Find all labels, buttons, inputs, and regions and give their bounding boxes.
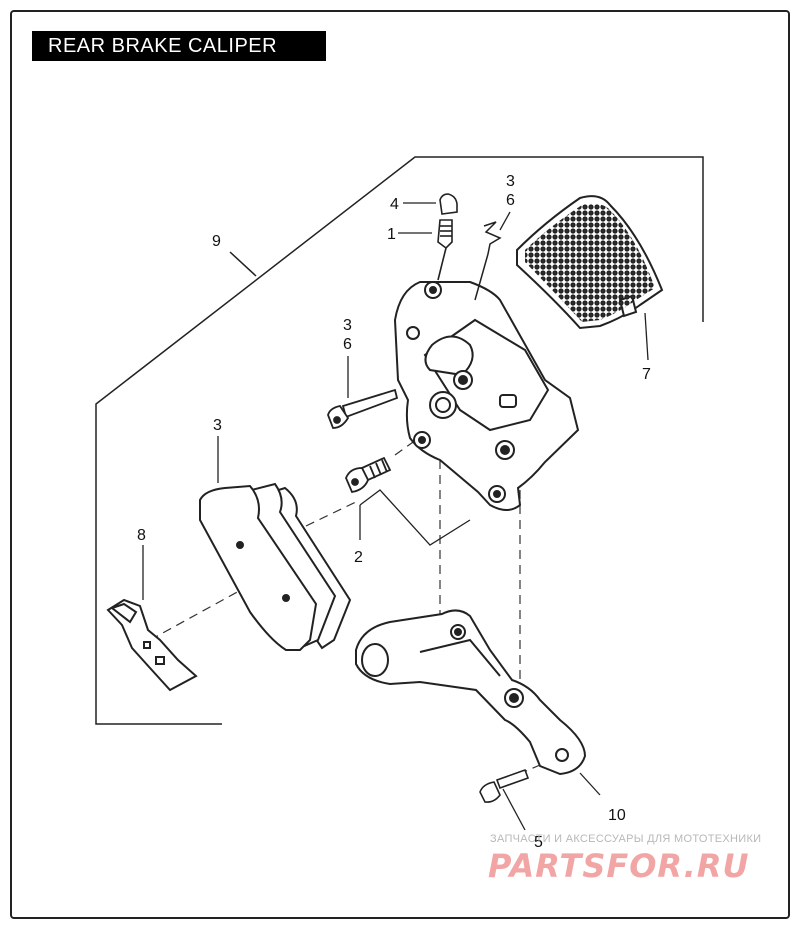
- callout-8: 8: [137, 527, 146, 544]
- diagram-title: REAR BRAKE CALIPER: [32, 31, 326, 61]
- callout-6-left: 6: [343, 336, 352, 353]
- bracket-screw: [479, 768, 530, 803]
- callout-7: 7: [642, 366, 651, 383]
- watermark-tagline: ЗАПЧАСТИ И АКСЕССУАРЫ ДЛЯ МОТОТЕХНИКИ: [490, 833, 762, 845]
- pad-spring-clip: [106, 598, 198, 692]
- watermark-logo: PARTSFOR.RU: [488, 847, 750, 885]
- caliper-mounting-bracket: [355, 609, 587, 776]
- mounting-bolt: [345, 456, 392, 494]
- callout-5: 5: [534, 834, 543, 851]
- callout-3-top: 3: [506, 173, 515, 190]
- callout-9: 9: [212, 233, 221, 250]
- callout-10: 10: [608, 807, 626, 824]
- diagram-frame: [10, 10, 790, 919]
- caliper-cover: [516, 195, 664, 330]
- pad-pin-bolt: [327, 388, 399, 429]
- callout-6-top: 6: [506, 192, 515, 209]
- callout-3-left: 3: [343, 317, 352, 334]
- pin-retaining-spring: [474, 221, 502, 301]
- brake-pad-set: [199, 482, 352, 651]
- callout-1: 1: [387, 226, 396, 243]
- brake-pad-front: [199, 484, 318, 651]
- leader-lines: [142, 202, 649, 831]
- callout-3-pad: 3: [213, 417, 222, 434]
- callout-4: 4: [390, 196, 399, 213]
- assembly-bracket-9: [95, 156, 704, 725]
- bleeder-cap: [439, 193, 458, 215]
- bleeder-screw: [437, 219, 453, 281]
- caliper-body: [393, 281, 580, 511]
- callout-2: 2: [354, 549, 363, 566]
